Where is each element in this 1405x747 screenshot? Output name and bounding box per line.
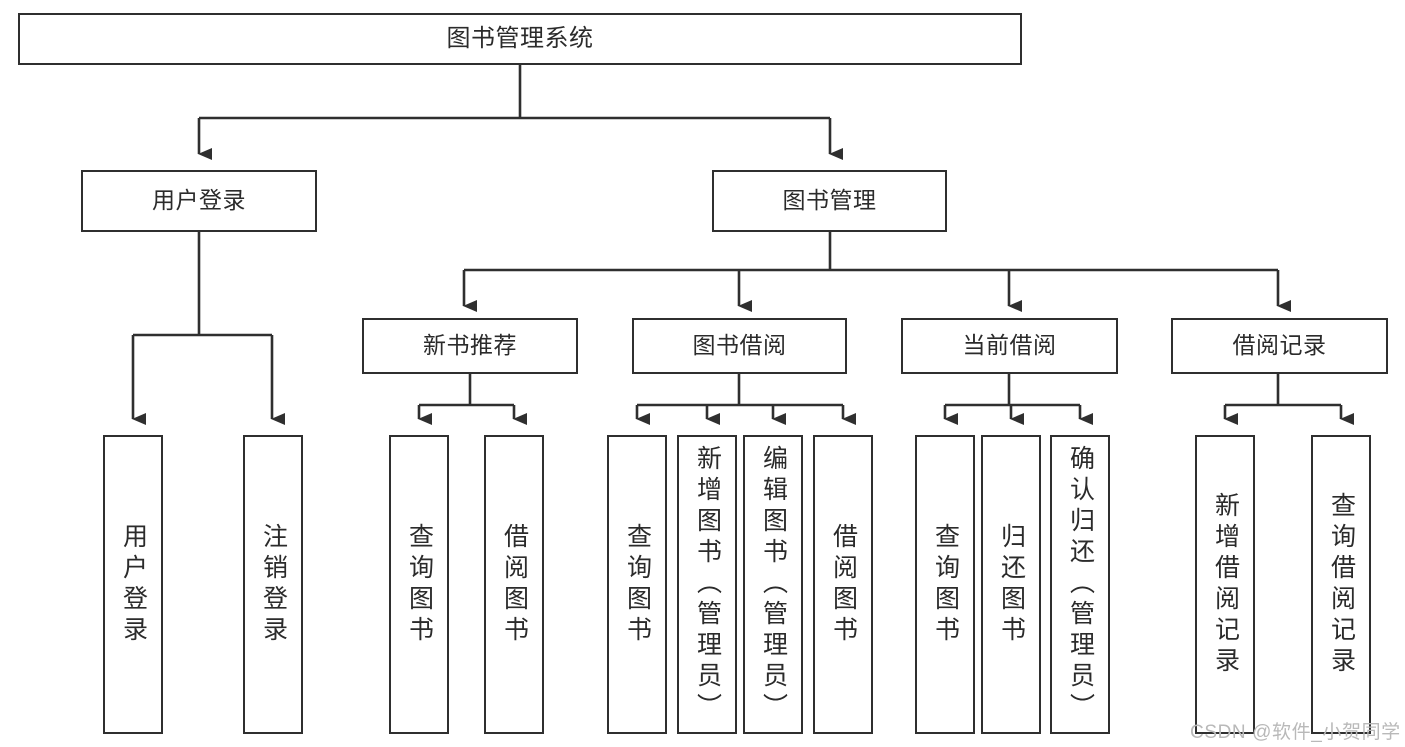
node-leaf-borrow-book-1[interactable]: 借阅图书 xyxy=(484,435,544,734)
node-leaf-confirm-return[interactable]: 确认归还（管理员） xyxy=(1050,435,1110,734)
node-leaf-add-record-label: 新增借阅记录 xyxy=(1211,491,1240,678)
node-leaf-add-book[interactable]: 新增图书（管理员） xyxy=(677,435,737,734)
node-leaf-query-book-2-label: 查询图书 xyxy=(623,522,652,647)
node-leaf-borrow-book-1-label: 借阅图书 xyxy=(500,522,529,647)
node-current-borrow-label: 当前借阅 xyxy=(962,332,1057,359)
node-leaf-return-book-label: 归还图书 xyxy=(997,522,1026,647)
node-leaf-query-book-3[interactable]: 查询图书 xyxy=(915,435,975,734)
node-leaf-user-login[interactable]: 用户登录 xyxy=(103,435,163,734)
node-leaf-user-logout[interactable]: 注销登录 xyxy=(243,435,303,734)
node-book-manage-label: 图书管理 xyxy=(782,187,877,214)
node-leaf-query-record-label: 查询借阅记录 xyxy=(1327,491,1356,678)
node-book-borrow-label: 图书借阅 xyxy=(692,332,787,359)
node-leaf-borrow-book-2-label: 借阅图书 xyxy=(829,522,858,647)
node-leaf-confirm-return-label: 确认归还（管理员） xyxy=(1066,445,1095,724)
node-new-book-recommend[interactable]: 新书推荐 xyxy=(362,318,578,374)
node-leaf-add-book-label: 新增图书（管理员） xyxy=(693,445,722,724)
node-root[interactable]: 图书管理系统 xyxy=(18,13,1022,65)
node-leaf-edit-book[interactable]: 编辑图书（管理员） xyxy=(743,435,803,734)
node-leaf-query-book-3-label: 查询图书 xyxy=(931,522,960,647)
node-borrow-record[interactable]: 借阅记录 xyxy=(1171,318,1388,374)
node-leaf-query-record[interactable]: 查询借阅记录 xyxy=(1311,435,1371,734)
node-current-borrow[interactable]: 当前借阅 xyxy=(901,318,1118,374)
node-leaf-query-book-1-label: 查询图书 xyxy=(405,522,434,647)
node-leaf-user-logout-label: 注销登录 xyxy=(259,522,288,647)
node-root-label: 图书管理系统 xyxy=(446,24,594,52)
node-user-login-label: 用户登录 xyxy=(152,187,246,214)
node-leaf-add-record[interactable]: 新增借阅记录 xyxy=(1195,435,1255,734)
node-book-borrow[interactable]: 图书借阅 xyxy=(632,318,847,374)
node-leaf-query-book-1[interactable]: 查询图书 xyxy=(389,435,449,734)
node-new-book-recommend-label: 新书推荐 xyxy=(423,332,517,359)
node-leaf-query-book-2[interactable]: 查询图书 xyxy=(607,435,667,734)
node-leaf-edit-book-label: 编辑图书（管理员） xyxy=(759,445,788,724)
node-leaf-borrow-book-2[interactable]: 借阅图书 xyxy=(813,435,873,734)
node-book-manage[interactable]: 图书管理 xyxy=(712,170,947,232)
node-borrow-record-label: 借阅记录 xyxy=(1232,332,1327,359)
node-leaf-user-login-label: 用户登录 xyxy=(119,522,148,647)
csdn-watermark: CSDN @软件_小贺同学 xyxy=(1190,722,1401,743)
node-user-login[interactable]: 用户登录 xyxy=(81,170,317,232)
node-leaf-return-book[interactable]: 归还图书 xyxy=(981,435,1041,734)
